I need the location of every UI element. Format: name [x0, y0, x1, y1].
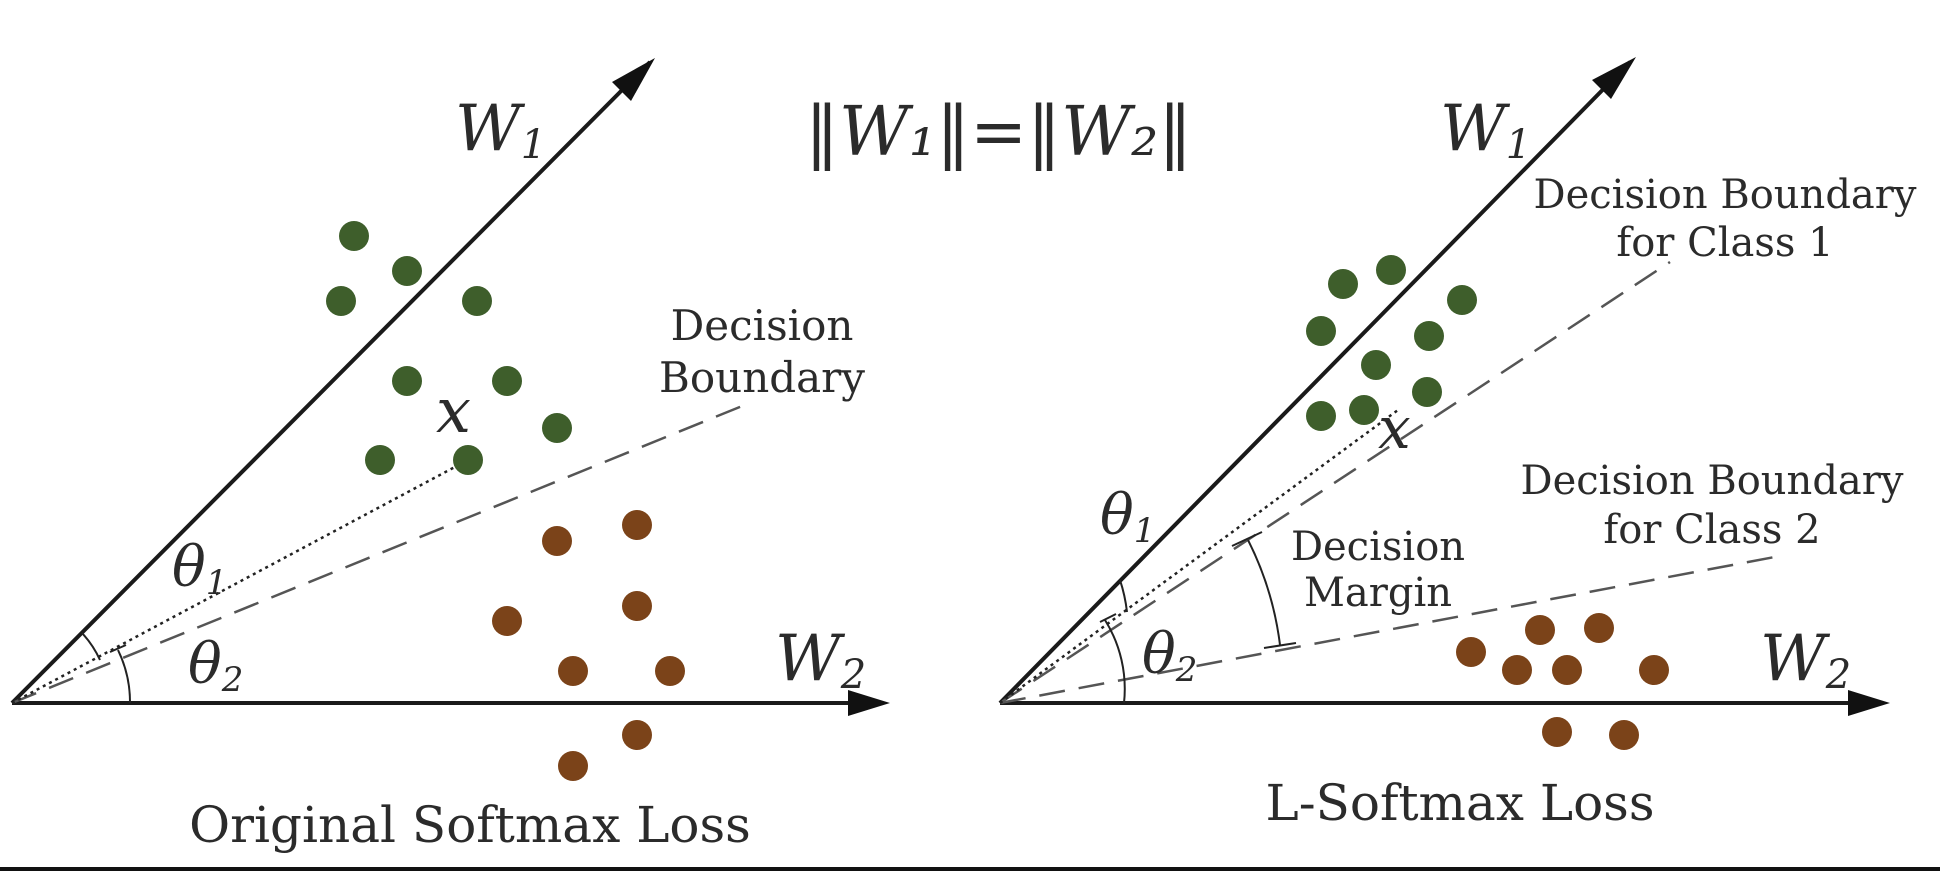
left-class2-point [542, 526, 572, 556]
right-class1-point [1447, 285, 1477, 315]
left-class2-point [622, 510, 652, 540]
left-theta2-letter: θ [188, 632, 222, 697]
left-class2-point [622, 591, 652, 621]
right-theta2-label: θ2 [1142, 622, 1197, 690]
left-class1-point [542, 413, 572, 443]
right-class1-point [1414, 321, 1444, 351]
left-theta2-tick [109, 644, 127, 653]
right-class1-point [1306, 316, 1336, 346]
left-theta2-arc [117, 649, 132, 704]
right-boundary1-label-line1: Decision Boundary [1534, 172, 1917, 218]
left-theta1-letter: θ [172, 535, 206, 600]
right-margin-tick-bottom [1263, 642, 1297, 649]
right-class2-point [1502, 655, 1532, 685]
left-x-label: x [436, 374, 471, 447]
right-boundary1-label-line2: for Class 1 [1616, 220, 1833, 266]
left-class2-point [558, 656, 588, 686]
right-theta2-letter: θ [1142, 622, 1176, 687]
right-w2-label: W2 [1760, 622, 1851, 698]
right-margin-tick-top [1231, 531, 1263, 547]
left-class1-point [462, 286, 492, 316]
right-class2-point [1542, 717, 1572, 747]
right-theta1-subscript: 1 [1134, 511, 1156, 551]
left-w1-subscript: 1 [521, 122, 546, 168]
left-class1-point [339, 221, 369, 251]
right-class2-point [1525, 615, 1555, 645]
left-boundary-label-line1: Decision [671, 301, 854, 350]
left-class1-point [392, 256, 422, 286]
right-w2-arrowhead [1848, 690, 1890, 716]
norm-equality-title: ‖W₁‖=‖W₂‖ [805, 93, 1192, 172]
right-theta1-label: θ1 [1100, 483, 1155, 551]
right-class2-point [1639, 655, 1669, 685]
right-class1-point [1376, 255, 1406, 285]
right-margin-arc [1247, 539, 1281, 646]
left-theta1-arc [81, 632, 101, 661]
right-class1-point [1361, 350, 1391, 380]
left-class2-point [655, 656, 685, 686]
right-boundary2-label-line2: for Class 2 [1603, 507, 1820, 553]
left-w1-letter: W [455, 92, 526, 166]
left-class1-point [392, 366, 422, 396]
left-w2-arrowhead [848, 690, 890, 716]
right-caption: L-Softmax Loss [1266, 774, 1655, 832]
right-class1-point [1349, 395, 1379, 425]
right-x-label: x [1378, 394, 1411, 462]
left-theta1-label: θ1 [172, 535, 227, 603]
left-w1-label: W1 [455, 92, 546, 168]
left-w2-subscript: 2 [840, 652, 866, 698]
left-w2-label: W2 [775, 622, 866, 698]
right-panel: W1 W2 x θ1 θ2 Decision Boundary for Clas… [998, 57, 1917, 832]
right-theta2-tick [1099, 613, 1117, 623]
right-w1-axis [998, 60, 1632, 705]
left-class1-point [365, 445, 395, 475]
right-margin-label-line2: Margin [1304, 570, 1452, 616]
right-theta1-letter: θ [1100, 483, 1134, 548]
right-class1-point [1412, 377, 1442, 407]
right-theta1-arc [1119, 579, 1128, 613]
right-class1-point [1328, 269, 1358, 299]
left-class2-point [558, 751, 588, 781]
left-w2-letter: W [775, 622, 846, 696]
left-panel: W1 W2 x θ1 θ2 Decision Boundary Original… [10, 58, 890, 854]
right-decision-boundary-class2 [999, 554, 1781, 705]
right-theta2-arc [1104, 619, 1126, 704]
right-w2-letter: W [1760, 622, 1831, 696]
left-sample-ray [11, 458, 469, 705]
right-w2-subscript: 2 [1825, 652, 1851, 698]
right-boundary2-label-line1: Decision Boundary [1521, 458, 1904, 504]
right-class2-point [1609, 720, 1639, 750]
left-theta2-label: θ2 [188, 632, 243, 700]
right-w1-label: W1 [1440, 92, 1531, 168]
left-class1-point [326, 286, 356, 316]
left-theta2-subscript: 2 [221, 660, 244, 700]
right-class2-point [1584, 613, 1614, 643]
left-w1-axis [10, 60, 652, 705]
right-class1-point [1306, 401, 1336, 431]
right-w1-subscript: 1 [1506, 122, 1531, 168]
left-class1-point [492, 366, 522, 396]
right-decision-boundary-class1 [999, 260, 1671, 705]
left-class1-point [453, 445, 483, 475]
left-theta1-subscript: 1 [206, 563, 228, 603]
right-class2-point [1456, 637, 1486, 667]
left-decision-boundary [11, 400, 753, 705]
right-w1-arrowhead [1592, 57, 1636, 99]
right-sample-ray [999, 408, 1399, 705]
right-class2-point [1552, 655, 1582, 685]
left-caption: Original Softmax Loss [189, 796, 751, 854]
left-w1-arrowhead [612, 58, 655, 101]
right-margin-label-line1: Decision [1291, 524, 1465, 570]
left-class2-point [492, 606, 522, 636]
left-boundary-label-line2: Boundary [659, 353, 865, 402]
left-class2-point [622, 720, 652, 750]
right-w1-letter: W [1440, 92, 1511, 166]
right-theta2-subscript: 2 [1175, 650, 1198, 690]
